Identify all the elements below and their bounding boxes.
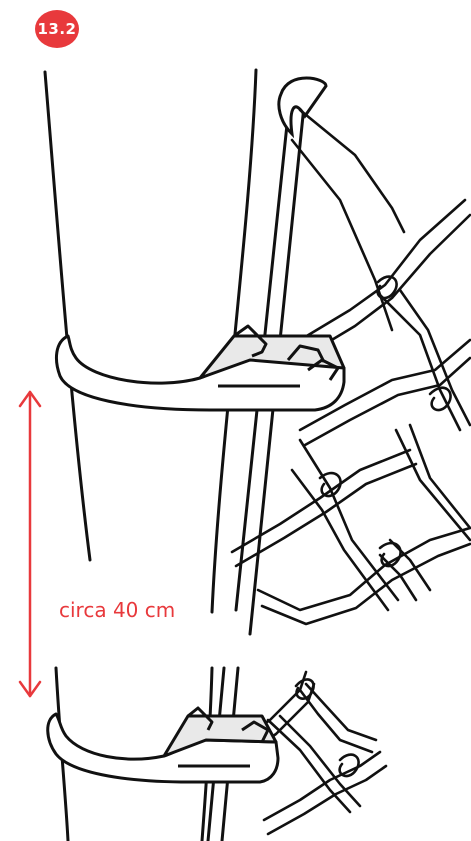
dimension-label: circa 40 cm [55,596,180,624]
chain-link-mesh-upper [230,108,471,626]
step-number-badge: 13.2 [35,10,79,48]
fence-post-upper [43,68,258,614]
dimension-arrow [18,390,42,698]
post-clip-lower [46,706,280,784]
post-clip-upper [54,324,346,412]
